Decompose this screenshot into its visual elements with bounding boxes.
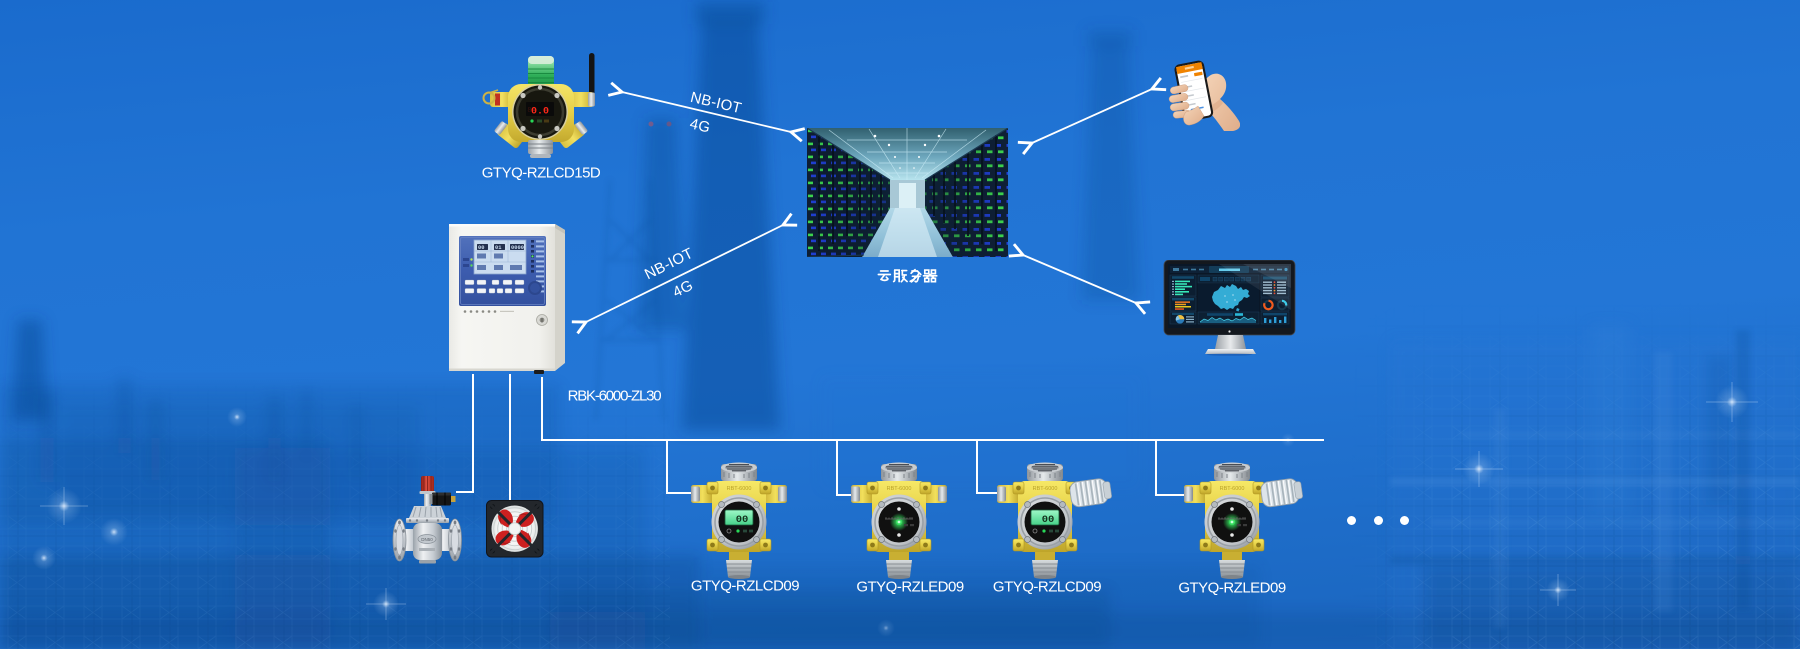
svg-text:8: 8 [527, 107, 531, 115]
svg-text:DN50: DN50 [421, 537, 433, 542]
svg-text:00: 00 [478, 245, 484, 251]
svg-text:01: 01 [495, 245, 501, 251]
svg-text:0000: 0000 [511, 245, 524, 251]
svg-text:0.0: 0.0 [531, 107, 549, 118]
